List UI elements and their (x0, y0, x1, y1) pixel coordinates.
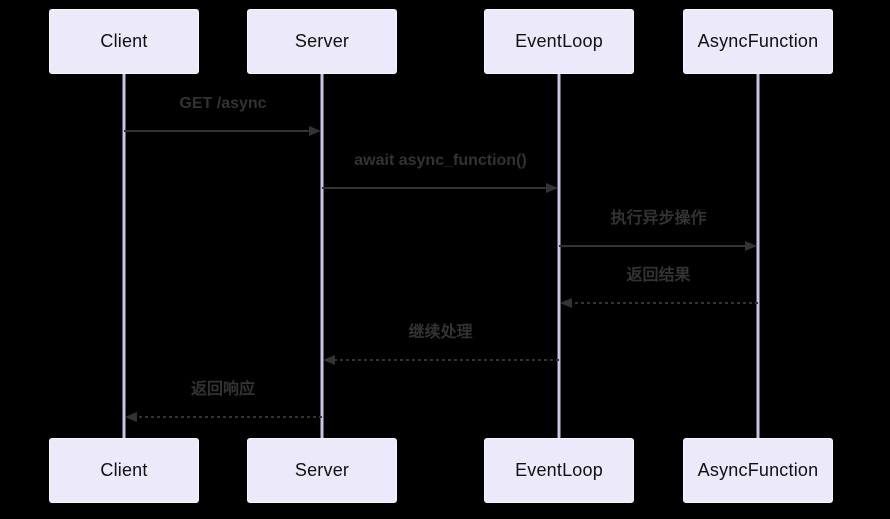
actor-box-eventloop-top: EventLoop (484, 9, 634, 74)
message-label-1: await async_function() (354, 152, 527, 169)
message-label-2: 执行异步操作 (610, 210, 707, 227)
arrowhead-icon (546, 183, 558, 193)
actor-box-server-bottom: Server (247, 438, 397, 503)
actor-box-client-bottom: Client (49, 438, 199, 503)
actor-label: Server (294, 460, 350, 480)
actor-box-server-top: Server (247, 9, 397, 74)
actor-label: AsyncFunction (697, 460, 819, 480)
actor-label: AsyncFunction (697, 31, 819, 51)
arrowhead-icon (745, 241, 757, 251)
message-label-4: 继续处理 (408, 324, 473, 341)
actor-box-asyncfunction-top: AsyncFunction (683, 9, 833, 74)
actor-label: Client (100, 31, 148, 51)
arrowhead-icon (323, 355, 335, 365)
arrowhead-icon (125, 412, 137, 422)
actor-box-eventloop-bottom: EventLoop (484, 438, 634, 503)
actor-label: Server (294, 31, 350, 51)
actor-label: EventLoop (515, 31, 603, 51)
arrowhead-icon (560, 298, 572, 308)
actor-box-asyncfunction-bottom: AsyncFunction (683, 438, 833, 503)
message-label-5: 返回响应 (190, 381, 256, 398)
actor-label: EventLoop (515, 460, 603, 480)
actor-box-client-top: Client (49, 9, 199, 74)
message-label-3: 返回结果 (626, 267, 691, 284)
arrowhead-icon (309, 126, 321, 136)
message-label-0: GET /async (179, 95, 267, 112)
actor-label: Client (100, 460, 148, 480)
